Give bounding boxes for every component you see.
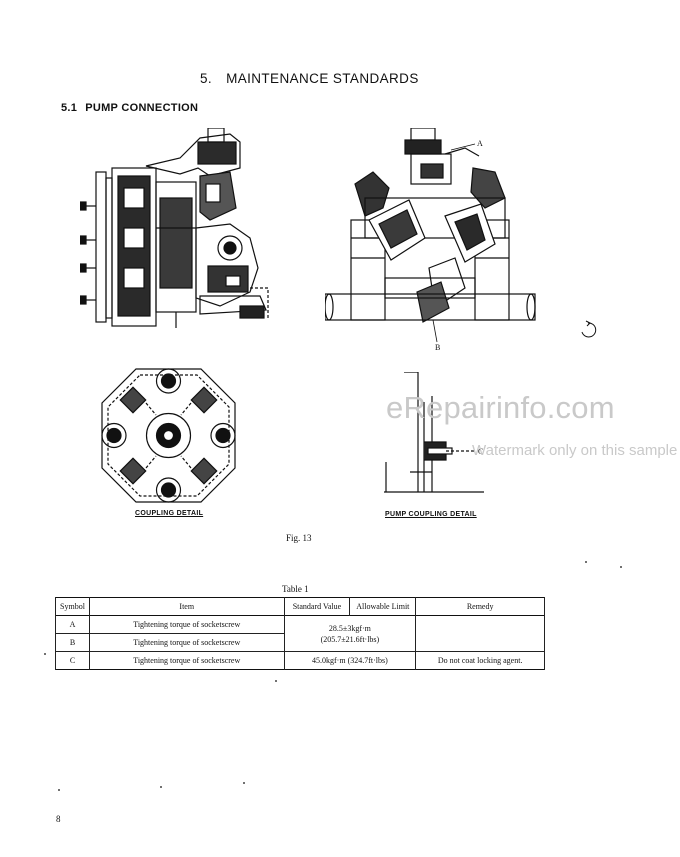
pump-front-view-drawing: A B: [325, 128, 536, 352]
header-standard-value: Standard Value: [283, 597, 351, 616]
figure-label: Fig. 13: [286, 533, 312, 543]
scan-speck: [58, 789, 60, 791]
row-c-value: 45.0kgf·m (324.7ft·lbs): [283, 651, 417, 670]
scan-speck: [243, 782, 245, 784]
chapter-number: 5.: [200, 71, 213, 86]
callout-b: B: [435, 343, 440, 352]
scan-speck: [275, 680, 277, 682]
scan-speck: [44, 653, 46, 655]
row-ab-value: 28.5±3kgf·m (205.7±21.6ft·lbs): [283, 615, 417, 652]
watermark-subtext: Watermark only on this sample: [472, 442, 678, 459]
table-row: A Tightening torque of socketscrew 28.5±…: [55, 615, 545, 652]
section-title: 5.1 PUMP CONNECTION: [61, 102, 198, 114]
header-item: Item: [88, 597, 285, 616]
header-allowable-limit: Allowable Limit: [349, 597, 417, 616]
section-number: 5.1: [61, 102, 78, 114]
edge-mark: [581, 320, 597, 338]
coupling-detail-caption: COUPLING DETAIL: [135, 510, 204, 517]
row-b-item: Tightening torque of socketscrew: [88, 633, 285, 652]
table-row: C Tightening torque of socketscrew 45.0k…: [55, 651, 545, 670]
chapter-title-text: MAINTENANCE STANDARDS: [226, 71, 419, 86]
scan-speck: [585, 561, 587, 563]
row-b-symbol: B: [55, 633, 90, 652]
section-title-text: PUMP CONNECTION: [85, 102, 199, 114]
row-c-item: Tightening torque of socketscrew: [88, 651, 285, 670]
page-number: 8: [56, 814, 61, 824]
row-a-item: Tightening torque of socketscrew: [88, 615, 285, 634]
table-header-row: Symbol Item Standard Value Allowable Lim…: [55, 597, 545, 616]
header-remedy: Remedy: [415, 597, 545, 616]
scan-speck: [620, 566, 622, 568]
pump-coupling-detail-caption: PUMP COUPLING DETAIL: [385, 511, 477, 518]
callout-a: A: [477, 139, 483, 148]
row-c-symbol: C: [55, 651, 90, 670]
row-ab-remedy: [415, 615, 545, 652]
pump-coupling-detail-drawing: C: [384, 372, 484, 493]
table-caption: Table 1: [282, 584, 309, 594]
row-a-symbol: A: [55, 615, 90, 634]
callout-c: C: [478, 447, 483, 456]
header-symbol: Symbol: [55, 597, 90, 616]
watermark-text: eRepairinfo.com: [386, 390, 615, 425]
row-ab-value-line2: (205.7±21.6ft·lbs): [320, 634, 380, 644]
maintenance-spec-table: Symbol Item Standard Value Allowable Lim…: [55, 597, 545, 670]
coupling-detail-drawing: [101, 368, 236, 503]
row-ab-value-line1: 28.5±3kgf·m: [328, 623, 371, 633]
pump-side-view-drawing: [80, 128, 269, 328]
chapter-title: 5. MAINTENANCE STANDARDS: [200, 71, 419, 86]
row-c-remedy: Do not coat locking agent.: [415, 651, 545, 670]
scan-speck: [160, 786, 162, 788]
